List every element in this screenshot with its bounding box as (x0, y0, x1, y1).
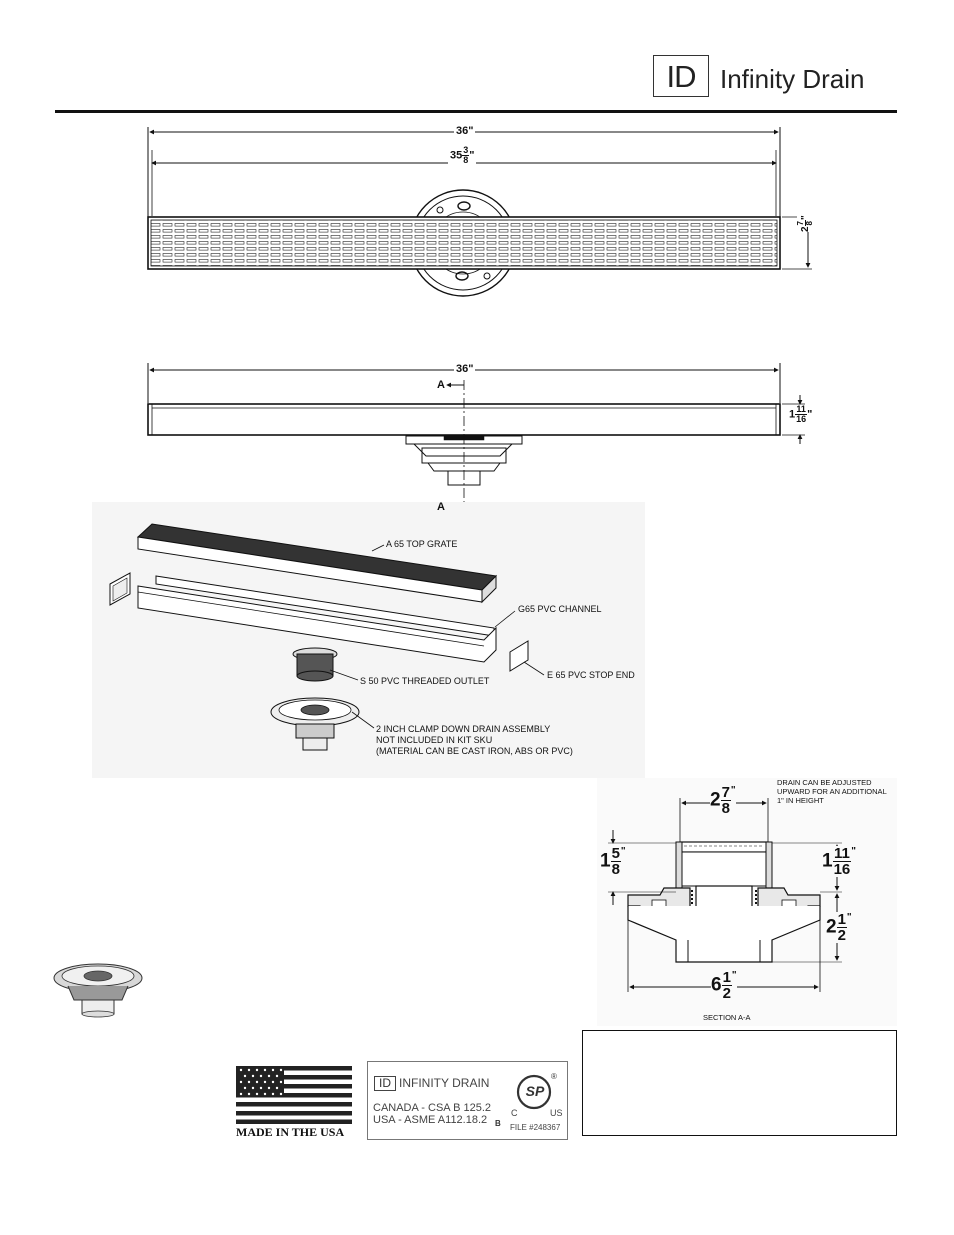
brand-name: Infinity Drain (720, 64, 865, 94)
brand-logo-mark: ID (653, 55, 709, 97)
certification-badge: ID INFINITY DRAIN CANADA - CSA B 125.2 U… (367, 1061, 568, 1140)
section-adjust-note: DRAIN CAN BE ADJUSTED UPWARD FOR AN ADDI… (777, 778, 887, 805)
section-mark-top: A (437, 379, 445, 391)
top-view-overall-length: 36" (454, 125, 476, 137)
cert-brand: INFINITY DRAIN (399, 1076, 490, 1090)
header-rule (55, 110, 897, 113)
csa-mark: SP (525, 1083, 545, 1099)
csa-c: C (511, 1108, 518, 1118)
csa-logo-icon (516, 1074, 552, 1110)
cert-usa-standard: USA - ASME A112.18.2 (373, 1114, 488, 1126)
top-view-drawing (147, 127, 812, 297)
label-top-grate: A 65 TOP GRATE (386, 539, 458, 549)
made-in-usa-label: MADE IN THE USA (236, 1125, 345, 1139)
drain-product-photo (53, 963, 143, 1018)
notes-box (582, 1030, 897, 1136)
exploded-view-drawing (92, 502, 645, 778)
label-threaded-outlet: S 50 PVC THREADED OUTLET (360, 676, 490, 686)
label-pvc-channel: G65 PVC CHANNEL (518, 604, 602, 614)
csa-file-number: FILE #248367 (510, 1123, 561, 1132)
usa-flag-icon (236, 1066, 352, 1124)
section-caption: SECTION A-A (703, 1013, 751, 1022)
label-stop-end: E 65 PVC STOP END (547, 670, 635, 680)
side-view-drawing (147, 363, 805, 512)
section-view-drawing (597, 778, 897, 1026)
csa-us: US (550, 1108, 563, 1118)
side-view-overall-length: 36" (454, 363, 476, 375)
cert-logo-mark: ID (374, 1076, 396, 1091)
section-mark-bottom: A (437, 501, 445, 513)
csa-registered: ® (551, 1072, 557, 1081)
cert-canada-standard: CANADA - CSA B 125.2 (373, 1102, 491, 1114)
cert-class: B (495, 1119, 501, 1128)
label-drain-assembly-note: 2 INCH CLAMP DOWN DRAIN ASSEMBLY NOT INC… (376, 724, 573, 756)
